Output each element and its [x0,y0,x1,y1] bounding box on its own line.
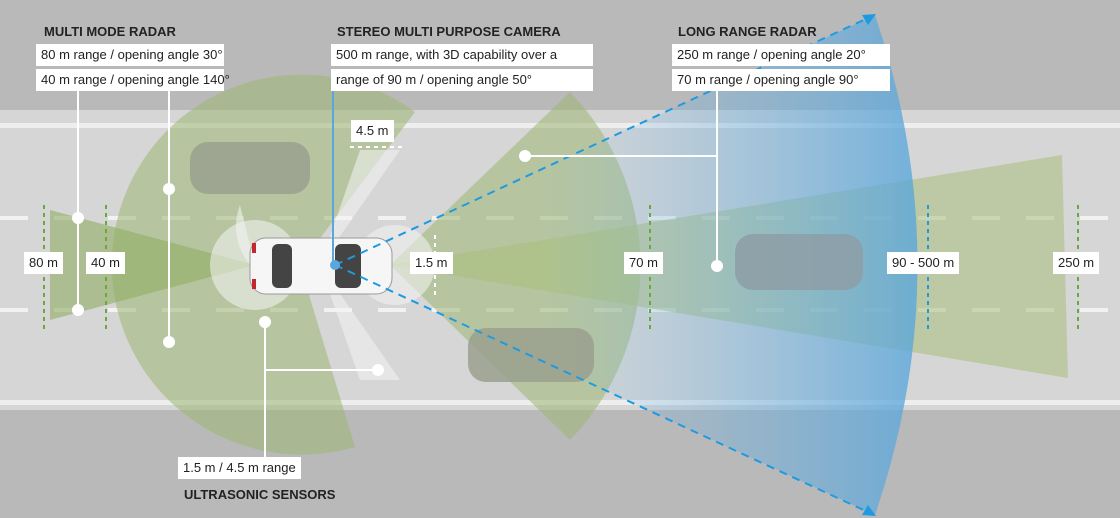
distance-label-80m: 80 m [24,252,63,274]
multi-mode-radar-spec: 40 m range / opening angle 140° [36,69,230,91]
distance-label-90-500m: 90 - 500 m [887,252,960,274]
distance-markers [43,146,1079,330]
multi-mode-radar-spec: 80 m range / opening angle 30° [36,44,224,66]
stereo-camera-title: STEREO MULTI PURPOSE CAMERA [337,24,561,39]
arrow-icon [862,505,876,516]
ultrasonic-title: ULTRASONIC SENSORS [184,487,336,502]
multi-mode-radar-title: MULTI MODE RADAR [44,24,176,39]
distance-label-250m: 250 m [1053,252,1100,274]
distance-label-4-5m: 4.5 m [351,120,394,142]
arrow-icon [862,14,876,25]
ultrasonic-spec: 1.5 m / 4.5 m range [178,457,301,479]
distance-label-70m: 70 m [624,252,663,274]
distance-label-40m: 40 m [86,252,125,274]
camera-ray [334,264,871,514]
stereo-camera-spec: range of 90 m / opening angle 50° [331,69,593,91]
long-range-radar-spec: 70 m range / opening angle 90° [672,69,890,91]
leader-lines [72,90,723,458]
camera-sensor-dot [330,260,340,270]
stereo-camera-spec: 500 m range, with 3D capability over a [331,44,593,66]
long-range-radar-title: LONG RANGE RADAR [678,24,817,39]
ego-vehicle [249,237,393,295]
rear-radar-30-zone [50,210,255,320]
long-range-radar-spec: 250 m range / opening angle 20° [672,44,890,66]
distance-label-1-5m: 1.5 m [410,252,453,274]
